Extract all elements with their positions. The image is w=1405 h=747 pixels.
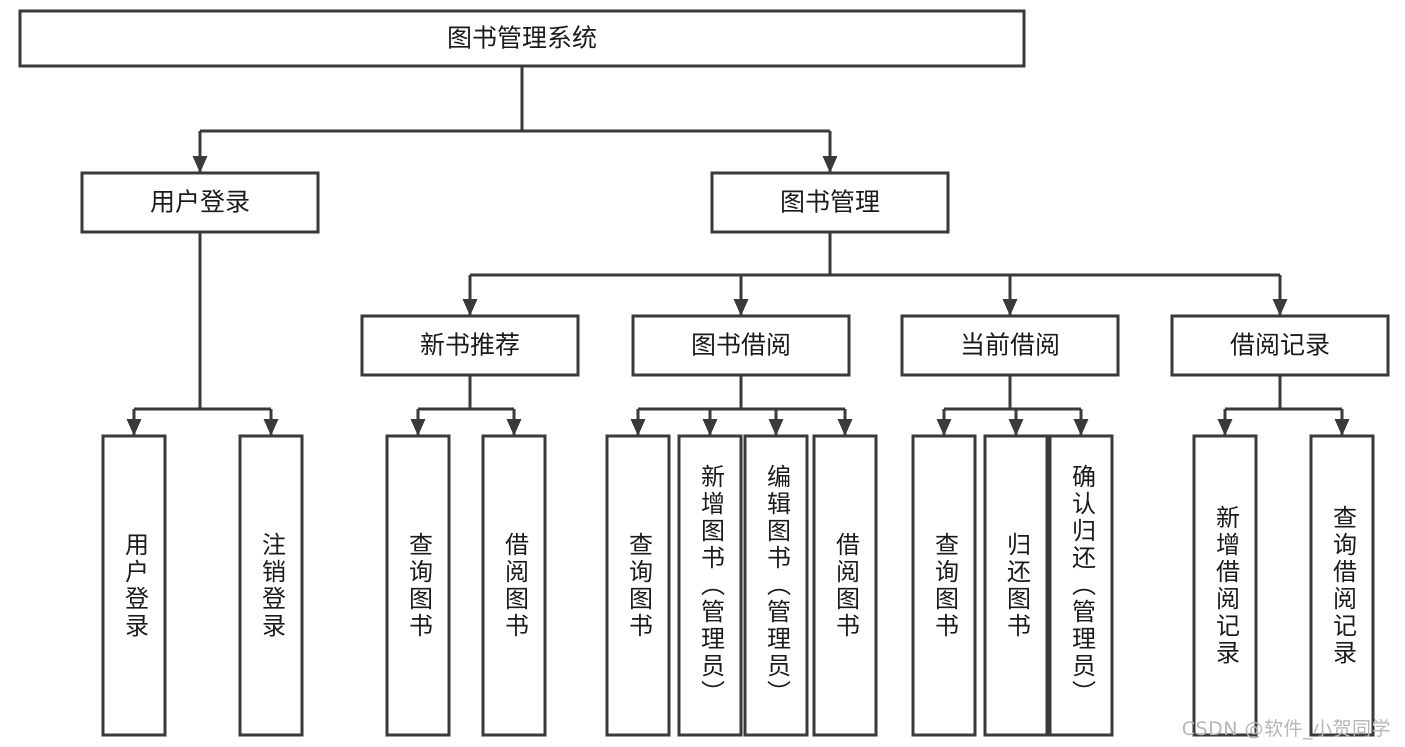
arrow-head [1008, 419, 1024, 436]
arrow-head [506, 419, 522, 436]
node-label-new-book-rec: 新书推荐 [420, 331, 520, 360]
connectors-layer [126, 66, 1350, 436]
arrow-head [410, 419, 426, 436]
node-box-book-manage[interactable] [710, 171, 950, 234]
node-label-borrow-record: 借阅记录 [1230, 331, 1330, 360]
node-box-leaf-borrow-book-2[interactable] [812, 434, 878, 737]
node-box-leaf-user-login[interactable] [101, 434, 167, 737]
node-box-leaf-return-book[interactable] [983, 434, 1049, 737]
nodes-layer [18, 9, 1390, 737]
arrow-head [1002, 299, 1018, 316]
arrow-head [1334, 419, 1350, 436]
node-box-leaf-borrow-book-1[interactable] [481, 434, 547, 737]
node-box-book-borrow[interactable] [631, 314, 851, 377]
node-label-user-login: 用户登录 [150, 188, 250, 217]
node-box-leaf-query-book-1[interactable] [385, 434, 451, 737]
node-box-user-login[interactable] [80, 171, 320, 234]
arrow-head [733, 299, 749, 316]
node-box-current-borrow[interactable] [900, 314, 1120, 377]
node-box-borrow-record[interactable] [1170, 314, 1390, 377]
node-label-root: 图书管理系统 [447, 24, 597, 53]
csdn-watermark: CSDN @软件_小贺同学 [1181, 718, 1391, 740]
arrow-head [1217, 419, 1233, 436]
node-label-current-borrow: 当前借阅 [960, 331, 1060, 360]
node-label-book-manage: 图书管理 [780, 188, 880, 217]
arrow-head [630, 419, 646, 436]
arrow-head [1272, 299, 1288, 316]
node-box-new-book-rec[interactable] [360, 314, 580, 377]
node-box-leaf-confirm-return[interactable] [1048, 434, 1114, 737]
node-box-leaf-query-book-2[interactable] [605, 434, 671, 737]
arrow-head [936, 419, 952, 436]
arrow-head [192, 156, 208, 173]
node-box-root[interactable] [18, 9, 1026, 68]
arrow-head [1073, 419, 1089, 436]
node-box-leaf-edit-book[interactable] [743, 434, 809, 737]
node-box-leaf-query-record[interactable] [1309, 434, 1375, 737]
arrow-head [768, 419, 784, 436]
node-box-leaf-add-record[interactable] [1192, 434, 1258, 737]
arrow-head [263, 419, 279, 436]
node-box-leaf-add-book[interactable] [677, 434, 743, 737]
node-box-leaf-logout[interactable] [238, 434, 304, 737]
arrow-head [462, 299, 478, 316]
arrow-head [822, 156, 838, 173]
node-box-leaf-query-book-3[interactable] [911, 434, 977, 737]
arrow-head [837, 419, 853, 436]
arrow-head [702, 419, 718, 436]
arrow-head [126, 419, 142, 436]
node-label-book-borrow: 图书借阅 [691, 331, 791, 360]
